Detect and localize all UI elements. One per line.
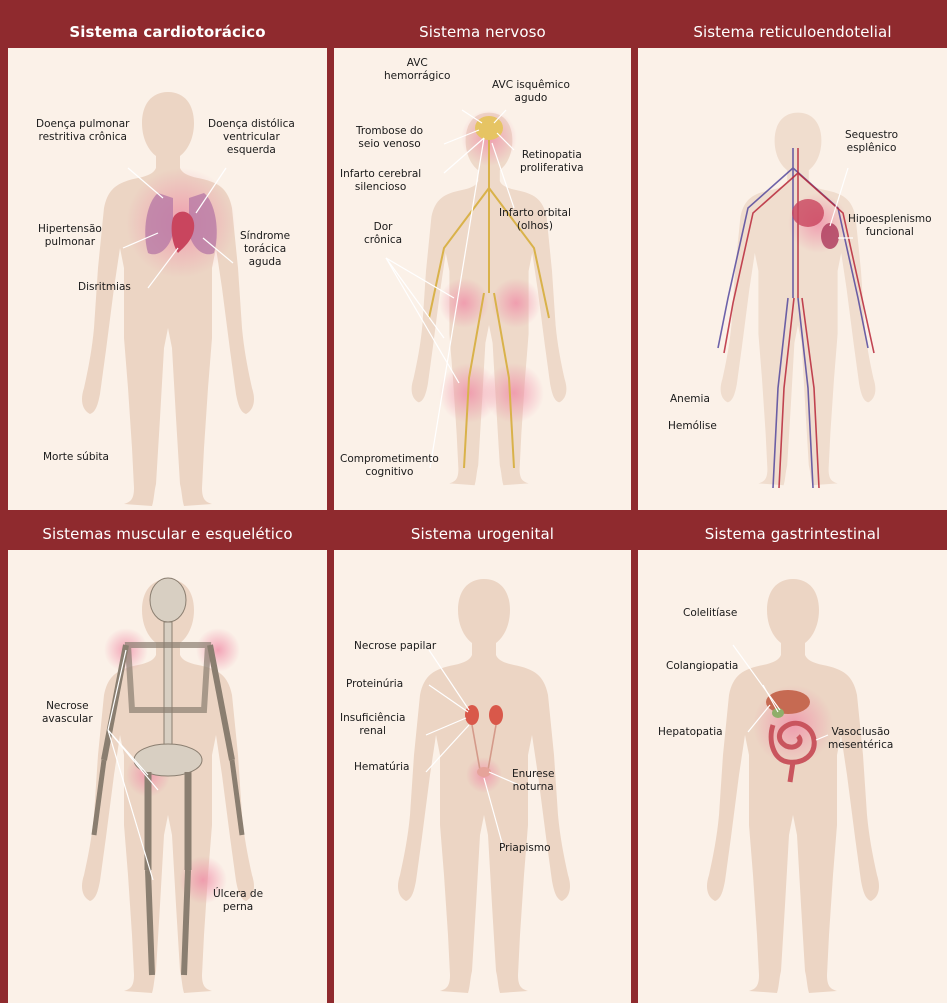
label-colelitiase: Colelitíase: [683, 607, 737, 620]
label-necrose-avascular: Necrose avascular: [42, 700, 93, 726]
label-trombose: Trombose do seio venoso: [356, 125, 423, 151]
gallbladder-icon: [772, 708, 784, 718]
label-vasoclusao: Vasoclusão mesentérica: [828, 726, 893, 752]
label-disritmias: Disritmias: [78, 281, 131, 294]
panel-title: Sistema gastrintestinal: [638, 517, 947, 550]
label-comprometimento: Comprometimento cognitivo: [340, 453, 439, 479]
panel-gastrointestinal: Sistema gastrintestinal Colelitíase Cola…: [638, 517, 947, 1003]
heart-icon: [792, 199, 824, 227]
panel-title: Sistema reticuloendotelial: [638, 15, 947, 48]
label-hemolise: Hemólise: [668, 420, 717, 433]
right-kidney-icon: [489, 705, 503, 725]
skull-icon: [150, 578, 186, 622]
panel-title: Sistema urogenital: [334, 517, 631, 550]
panel-cardiothoracic: Sistema cardiotorácico Doença pulmonar r…: [8, 15, 327, 510]
panel-reticuloendothelial: Sistema reticuloendotelial: [638, 15, 947, 510]
label-sindrome: Síndrome torácica aguda: [240, 230, 290, 269]
label-sequestro: Sequestro esplênico: [845, 129, 898, 155]
panel-musculoskeletal: Sistemas muscular e esquelético: [8, 517, 327, 1003]
nervous-figure: [334, 48, 631, 510]
label-avc-isquemico: AVC isquêmico agudo: [492, 79, 570, 105]
label-proteinuria: Proteinúria: [346, 678, 403, 691]
label-necrose-papilar: Necrose papilar: [354, 640, 436, 653]
panel-title: Sistema cardiotorácico: [8, 15, 327, 48]
brain-icon: [475, 116, 503, 140]
bladder-icon: [477, 767, 491, 777]
urogenital-figure: [334, 550, 631, 1003]
label-anemia: Anemia: [670, 393, 710, 406]
panel-title: Sistema nervoso: [334, 15, 631, 48]
label-ulcera: Úlcera de perna: [213, 888, 263, 914]
label-dor-cronica: Dor crônica: [364, 221, 402, 247]
label-morte-subita: Morte súbita: [43, 451, 109, 464]
panel-title: Sistemas muscular e esquelético: [8, 517, 327, 550]
label-infarto-orbital: Infarto orbital (olhos): [499, 207, 571, 233]
panel-nervous: Sistema nervoso: [334, 15, 631, 510]
label-doenca-distolica: Doença distólica ventricular esquerda: [208, 118, 295, 157]
label-avc-hemorragico: AVC hemorrágico: [384, 57, 450, 83]
label-colangiopatia: Colangiopatia: [666, 660, 738, 673]
label-doenca-pulmonar: Doença pulmonar restritiva crônica: [36, 118, 129, 144]
label-priapismo: Priapismo: [499, 842, 551, 855]
label-hipoesplenismo: Hipoesplenismo funcional: [848, 213, 932, 239]
reticuloendothelial-figure: [638, 48, 947, 510]
label-enurese: Enurese noturna: [512, 768, 554, 794]
spleen-icon: [821, 223, 839, 249]
panel-urogenital: Sistema urogenital: [334, 517, 631, 1003]
label-hipertensao: Hipertensão pulmonar: [38, 223, 102, 249]
label-hematuria: Hematúria: [354, 761, 409, 774]
label-insuficiencia: Insuficiência renal: [340, 712, 405, 738]
skeleton-figure: [8, 550, 327, 1003]
label-retinopatia: Retinopatia proliferativa: [520, 149, 584, 175]
label-hepatopatia: Hepatopatia: [658, 726, 723, 739]
label-infarto-cerebral: Infarto cerebral silencioso: [340, 168, 421, 194]
